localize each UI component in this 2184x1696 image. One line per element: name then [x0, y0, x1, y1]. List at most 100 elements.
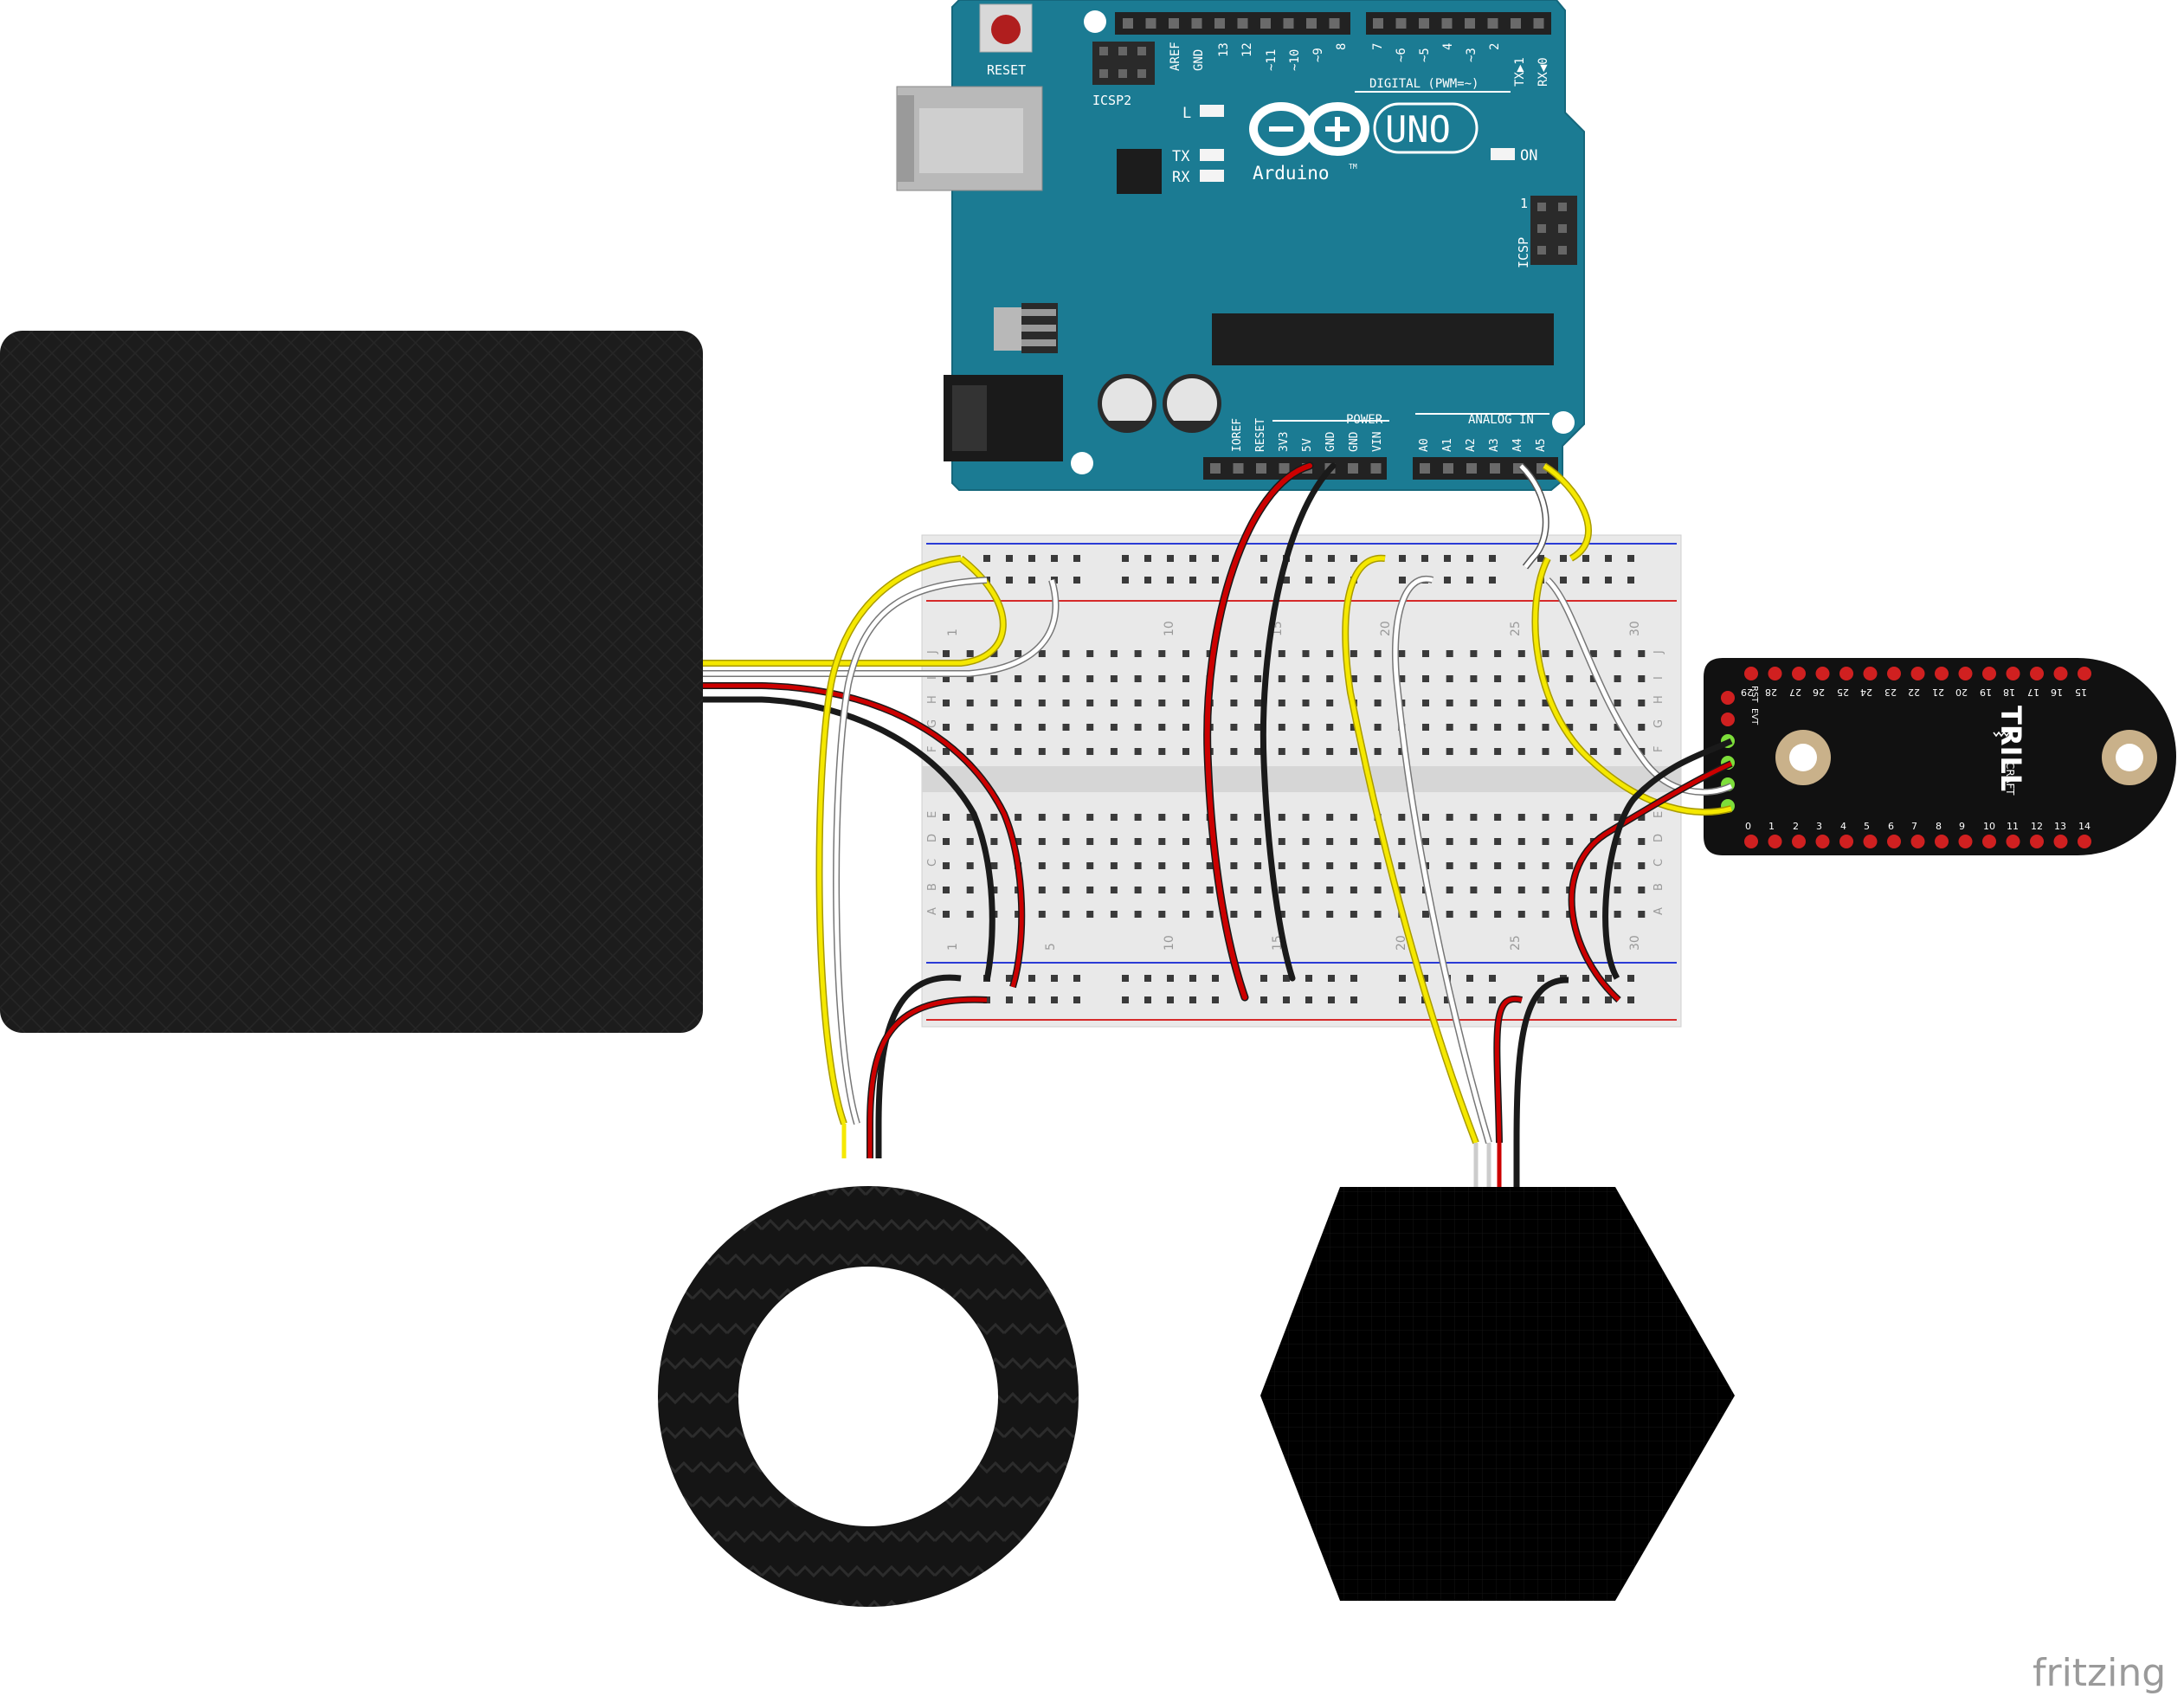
breadboard-hole — [1182, 700, 1189, 706]
breadboard-hole — [1110, 862, 1118, 869]
breadboard-hole — [1614, 724, 1621, 731]
breadboard-hole — [1134, 911, 1142, 918]
breadboard-hole — [1589, 814, 1597, 821]
rail-hole — [1489, 996, 1496, 1003]
breadboard-hole — [1638, 838, 1646, 845]
rail-hole — [1537, 996, 1544, 1003]
rail-hole — [1305, 996, 1312, 1003]
breadboard-hole — [1422, 911, 1429, 918]
icsp-pin1: 1 — [1520, 196, 1528, 211]
voltage-regulator — [994, 303, 1058, 353]
breadboard-hole — [1589, 724, 1597, 731]
breadboard-hole — [1158, 650, 1166, 657]
breadboard-hole — [1566, 748, 1574, 755]
breadboard-hole — [1517, 675, 1525, 682]
breadboard-hole — [1398, 887, 1406, 893]
rail-hole — [1627, 577, 1634, 584]
reset-button[interactable] — [979, 3, 1033, 53]
rail-hole — [1260, 577, 1267, 584]
breadboard-hole — [966, 814, 974, 821]
breadboard-hole — [1278, 911, 1285, 918]
breadboard-hole — [1182, 887, 1189, 893]
row-letter: H — [1652, 695, 1665, 704]
rail-hole — [1051, 975, 1058, 982]
trill-pad — [1982, 835, 1996, 848]
trill-subtitle: CRAFT — [2004, 762, 2016, 796]
breadboard-hole — [1015, 748, 1022, 755]
breadboard-hole — [966, 748, 974, 755]
breadboard-hole — [1446, 862, 1453, 869]
breadboard-hole — [1278, 887, 1285, 893]
breadboard-hole — [1614, 814, 1621, 821]
rail-hole — [1444, 555, 1451, 562]
row-letter: D — [926, 834, 939, 842]
breadboard-hole — [1350, 724, 1357, 731]
breadboard-hole — [1517, 814, 1525, 821]
rail-hole — [1444, 577, 1451, 584]
breadboard-hole — [1422, 700, 1429, 706]
power-pin-labels: IOREF RESET 3V3 5V GND GND VIN — [1231, 418, 1384, 452]
breadboard-hole — [1278, 700, 1285, 706]
trill-pin — [1721, 713, 1735, 726]
header-pin — [1237, 18, 1248, 29]
breadboard-hole — [1422, 814, 1429, 821]
wire-gnd-black — [1260, 462, 1337, 982]
breadboard-hole — [1015, 911, 1022, 918]
col-number: 20 — [1379, 621, 1393, 636]
capacitor — [1163, 374, 1221, 433]
breadboard-hole — [1326, 650, 1334, 657]
breadboard-hole — [1134, 700, 1142, 706]
rail-hole — [1189, 577, 1196, 584]
rail-hole — [1260, 996, 1267, 1003]
pin-label: ~10 — [1288, 49, 1302, 71]
header-pin — [1443, 463, 1453, 474]
breadboard-hole — [1638, 887, 1646, 893]
breadboard-hole — [1542, 748, 1549, 755]
trill-pin — [1721, 691, 1735, 705]
breadboard-hole — [1110, 675, 1118, 682]
breadboard-hole — [943, 838, 950, 845]
breadboard-hole — [1110, 838, 1118, 845]
breadboard-hole — [1398, 675, 1406, 682]
pin-label: VIN — [1371, 432, 1384, 452]
pin-label: TX▶1 — [1513, 57, 1527, 87]
breadboard-hole — [1422, 838, 1429, 845]
breadboard-hole — [1062, 700, 1070, 706]
breadboard-hole — [1446, 700, 1453, 706]
header-pin — [1279, 463, 1290, 474]
breadboard-hole — [1158, 748, 1166, 755]
row-letter: H — [926, 695, 939, 704]
fritzing-watermark: fritzing — [2033, 1651, 2166, 1695]
pad-label: 5 — [1864, 821, 1870, 832]
rail-hole — [1305, 555, 1312, 562]
breadboard-hole — [1230, 700, 1238, 706]
pad-label: 4 — [1840, 821, 1846, 832]
icsp-header — [1530, 196, 1577, 265]
breadboard-hole — [1494, 887, 1502, 893]
square-touch-sensor — [0, 331, 703, 1033]
digital-pin-holes — [1123, 18, 1544, 29]
jumper-wires — [703, 461, 1733, 1187]
row-letter: A — [1652, 907, 1665, 915]
breadboard-hole — [1350, 675, 1357, 682]
trill-pad — [1744, 835, 1758, 848]
row-letter: A — [926, 907, 939, 915]
breadboard-hole — [1158, 911, 1166, 918]
breadboard-hole — [1038, 814, 1046, 821]
header-pin — [1329, 18, 1340, 29]
rail-hole — [1189, 975, 1196, 982]
breadboard-hole — [1566, 862, 1574, 869]
rail-hole — [1399, 975, 1406, 982]
breadboard-hole — [1086, 700, 1094, 706]
breadboard-hole — [943, 675, 950, 682]
rail-hole — [1399, 555, 1406, 562]
breadboard-hole — [1374, 650, 1382, 657]
pad-label: 18 — [2003, 687, 2015, 698]
header-pin — [1373, 18, 1383, 29]
header-pin — [1370, 463, 1382, 474]
pin-label: 5V — [1301, 438, 1314, 452]
breadboard-hole — [1470, 887, 1478, 893]
breadboard-hole — [1566, 675, 1574, 682]
rail-hole — [1305, 975, 1312, 982]
breadboard-hole — [1398, 814, 1406, 821]
